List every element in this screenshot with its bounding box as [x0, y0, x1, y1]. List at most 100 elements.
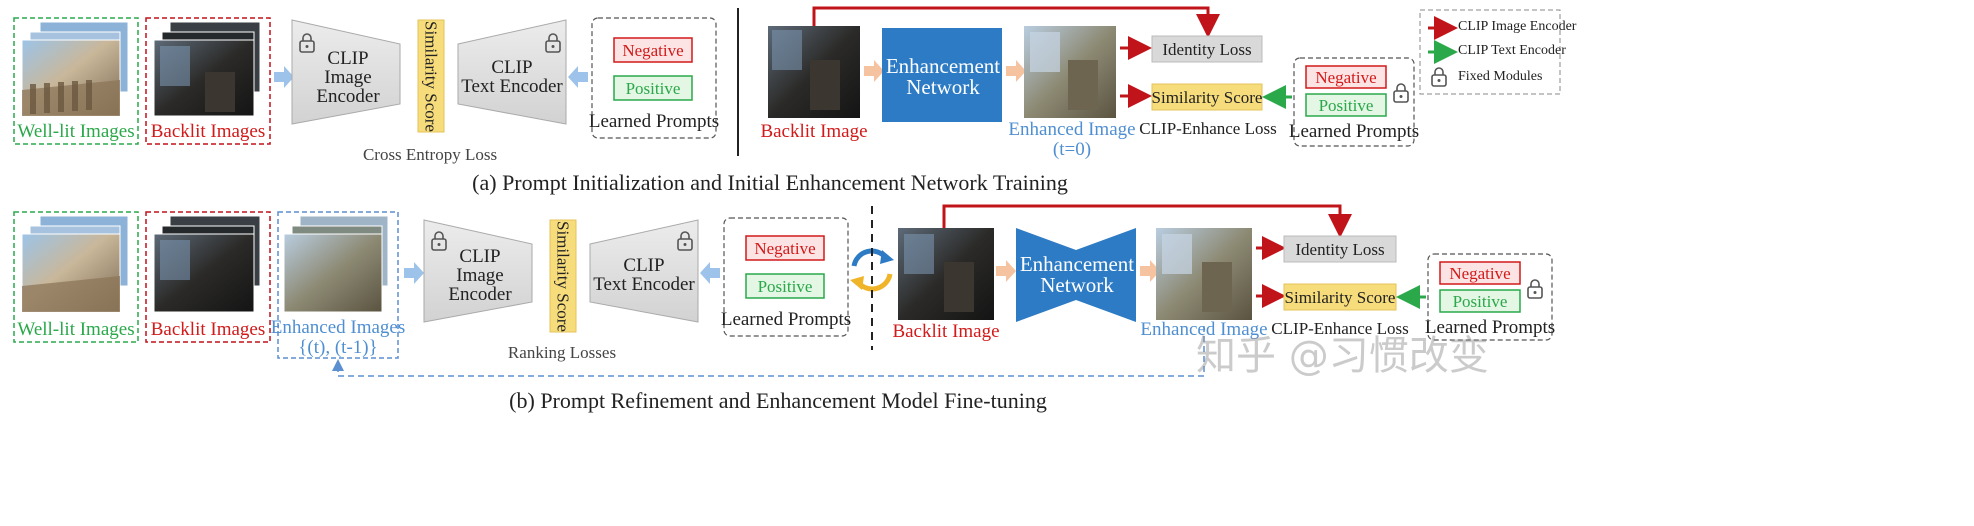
negative-prompt-box-b — [745, 235, 825, 261]
backlit-images-box-b — [145, 211, 271, 343]
similarity-score-bar — [417, 19, 445, 133]
similarity-score-label-a: Similarity Score — [1151, 87, 1263, 107]
clip-text-encoder-label-b: CLIP Text Encoder — [593, 255, 695, 295]
feedback-dashed-arrow — [332, 326, 1205, 377]
enhancement-network-shape-b — [1016, 228, 1136, 322]
learned-prompts-box-a-right — [1293, 57, 1415, 147]
backlit-images-stack — [153, 21, 261, 117]
positive-prompt-label: Positive — [625, 78, 681, 98]
positive-prompt-box — [613, 75, 693, 101]
positive-prompt-label-a-right: Positive — [1318, 95, 1374, 115]
caption-b: (b) Prompt Refinement and Enhancement Mo… — [509, 388, 1047, 413]
similarity-score-box-a — [1151, 83, 1263, 111]
enhanced-images-t-label-b: {(t), (t-1)} — [298, 337, 378, 358]
clip-enhance-loss-label-a: CLIP-Enhance Loss — [1139, 119, 1277, 138]
identity-loss-label-b: Identity Loss — [1295, 239, 1385, 259]
enhanced-images-box-b — [277, 211, 399, 359]
positive-prompt-box-a-right — [1305, 93, 1387, 117]
clip-text-encoder-shape-b — [589, 219, 699, 323]
lock-icon — [545, 33, 561, 53]
enhanced-images-label-b: Enhanced Images — [270, 317, 406, 338]
clip-enhance-loss-label-b: CLIP-Enhance Loss — [1271, 319, 1409, 338]
identity-loss-label-a: Identity Loss — [1162, 39, 1252, 59]
positive-prompt-label-b: Positive — [757, 276, 813, 296]
lock-icon — [1431, 67, 1447, 87]
lock-icon — [299, 33, 315, 53]
negative-prompt-box-b-right — [1439, 261, 1521, 285]
identity-loop-arrow-a — [812, 6, 1220, 38]
negative-prompt-label: Negative — [622, 40, 684, 60]
backlit-image-label-a: Backlit Image — [760, 121, 868, 142]
similarity-score-label-b: Similarity Score — [1284, 287, 1396, 307]
arrow-peach-1 — [864, 60, 884, 82]
backlit-images-label-b: Backlit Images — [150, 319, 266, 340]
clip-text-encoder-shape — [457, 19, 567, 125]
clip-text-encoder-label: CLIP Text Encoder — [461, 57, 563, 97]
enhanced-image-t-label-a: (t=0) — [1052, 139, 1092, 160]
learned-prompts-box-b-right — [1427, 253, 1553, 341]
negative-prompt-label-a-right: Negative — [1315, 67, 1377, 87]
arrow-to-image-encoder-b — [404, 262, 424, 284]
similarity-score-bar-b — [549, 219, 577, 333]
learned-prompts-box — [591, 17, 717, 139]
lock-icon — [677, 231, 693, 251]
positive-prompt-label-b-right: Positive — [1452, 291, 1508, 311]
identity-loss-box-a — [1151, 35, 1263, 63]
backlit-images-stack-b — [153, 215, 261, 313]
cross-entropy-loss-label: Cross Entropy Loss — [362, 145, 498, 164]
clip-image-encoder-label-b: CLIP Image Encoder — [448, 245, 512, 305]
well-lit-images-stack-b — [21, 215, 129, 313]
legend — [1419, 9, 1561, 95]
well-lit-images-label-b: Well-lit Images — [17, 319, 135, 340]
learned-prompts-label-a-right: Learned Prompts — [1288, 121, 1420, 142]
ranking-losses-label: Ranking Losses — [507, 343, 617, 362]
panel-a — [13, 6, 1415, 156]
negative-prompt-box-a-right — [1305, 65, 1387, 89]
negative-prompt-box — [613, 37, 693, 63]
similarity-score-box-b — [1283, 283, 1397, 311]
positive-prompt-box-b-right — [1439, 289, 1521, 313]
clip-image-encoder-label: CLIP Image Encoder — [316, 47, 380, 107]
learned-prompts-label: Learned Prompts — [588, 111, 720, 132]
learned-prompts-label-b-right: Learned Prompts — [1424, 317, 1556, 338]
arrow-to-text-encoder-b — [700, 262, 720, 284]
arrow-peach-2-b — [1140, 260, 1160, 282]
cycle-icon — [850, 248, 894, 292]
lock-icon — [431, 231, 447, 251]
arrow-to-text-encoder — [568, 66, 588, 88]
clip-image-encoder-shape — [291, 19, 401, 125]
learned-prompts-label-b: Learned Prompts — [720, 309, 852, 330]
identity-loop-arrow-b — [942, 204, 1352, 238]
enhanced-images-stack-b — [283, 215, 389, 313]
well-lit-images-stack — [21, 21, 129, 117]
legend-clip-image-encoder: CLIP Image Encoder — [1458, 19, 1577, 34]
negative-prompt-label-b-right: Negative — [1449, 263, 1511, 283]
legend-fixed-modules: Fixed Modules — [1458, 69, 1543, 84]
enhancement-network-shape-a-fill — [882, 28, 1002, 122]
clip-image-encoder-shape-b — [423, 219, 533, 323]
arrow-peach-2 — [1006, 60, 1026, 82]
lock-icon — [1527, 279, 1543, 299]
similarity-score-vertical-label: Similarity Score — [421, 20, 441, 132]
backlit-images-box — [145, 17, 271, 145]
backlit-image-label-b: Backlit Image — [892, 321, 1000, 342]
backlit-images-label: Backlit Images — [150, 121, 266, 142]
arrow-peach-1-b — [996, 260, 1016, 282]
watermark: 知乎 @习惯改变 — [1196, 333, 1489, 379]
lock-icon — [1393, 83, 1409, 103]
learned-prompts-box-b — [723, 217, 849, 337]
enhanced-image-label-b: Enhanced Image — [1140, 319, 1268, 340]
legend-clip-text-encoder: CLIP Text Encoder — [1458, 43, 1566, 58]
well-lit-images-box-b — [13, 211, 139, 343]
positive-prompt-box-b — [745, 273, 825, 299]
similarity-score-vertical-label-b: Similarity Score — [553, 220, 573, 332]
well-lit-images-label: Well-lit Images — [17, 121, 135, 142]
negative-prompt-label-b: Negative — [754, 238, 816, 258]
enhanced-image-label-a: Enhanced Image — [1008, 119, 1136, 140]
well-lit-images-box — [13, 17, 139, 145]
panel-b — [13, 204, 1553, 377]
arrow-to-image-encoder — [274, 66, 294, 88]
enhancement-network-label-b: Enhancement Network — [1019, 252, 1135, 297]
caption-a: (a) Prompt Initialization and Initial En… — [472, 170, 1068, 195]
